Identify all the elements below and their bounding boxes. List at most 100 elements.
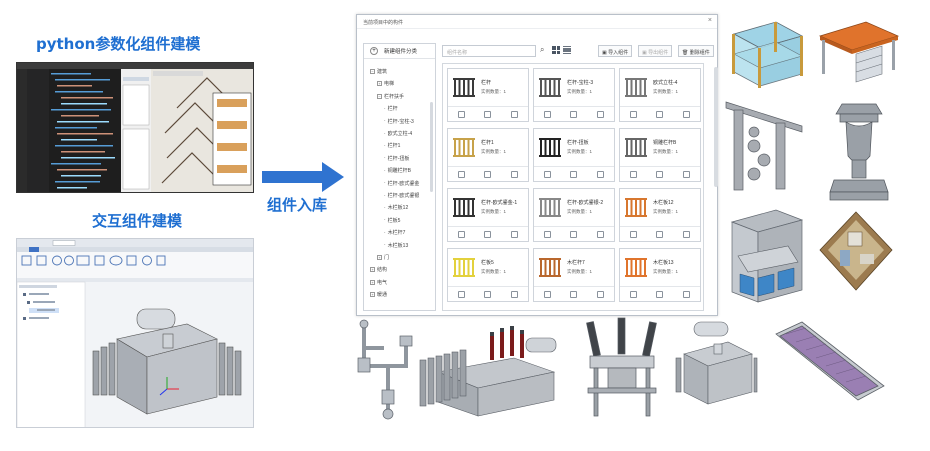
checkbox-icon[interactable] bbox=[511, 170, 519, 178]
lock-icon[interactable] bbox=[484, 110, 492, 118]
collapse-icon[interactable]: − bbox=[377, 93, 382, 99]
leaf-dot-icon: · bbox=[384, 118, 386, 125]
import-component-button[interactable]: ▣ 导入组件 bbox=[598, 45, 633, 57]
lock-icon[interactable] bbox=[656, 230, 664, 238]
edit-icon[interactable] bbox=[543, 230, 551, 238]
tree-item[interactable]: ·栏杆-扭板 bbox=[384, 155, 409, 162]
tree-item[interactable]: +暖通 bbox=[370, 291, 387, 298]
checkbox-icon[interactable] bbox=[683, 290, 691, 298]
search-input[interactable]: 组件名称 bbox=[442, 45, 536, 57]
grid-scrollbar[interactable] bbox=[714, 67, 718, 187]
component-card[interactable]: 栏杆-扭板实例数量：1 bbox=[533, 128, 615, 182]
tree-item-label: 栏杆-欧式鎏金 bbox=[387, 180, 420, 187]
checkbox-icon[interactable] bbox=[511, 110, 519, 118]
edit-icon[interactable] bbox=[543, 290, 551, 298]
tree-item[interactable]: +门 bbox=[377, 254, 389, 261]
tree-item[interactable]: ·栏杆-宝柱-3 bbox=[384, 118, 414, 125]
lock-icon[interactable] bbox=[570, 110, 578, 118]
expand-icon[interactable]: + bbox=[377, 255, 382, 260]
tree-item[interactable]: +电气 bbox=[370, 279, 387, 286]
checkbox-icon[interactable] bbox=[597, 290, 605, 298]
component-thumbnail-icon bbox=[453, 258, 475, 277]
grid-view-icon[interactable] bbox=[552, 46, 560, 54]
interactive-modeling-header: 交互组件建模 bbox=[92, 212, 183, 230]
tree-item[interactable]: ·栏杆1 bbox=[384, 142, 400, 150]
component-name: 栏杆 bbox=[481, 80, 492, 86]
expand-icon[interactable]: + bbox=[377, 81, 382, 87]
lock-icon[interactable] bbox=[570, 290, 578, 298]
lock-icon[interactable] bbox=[484, 290, 492, 298]
tree-item-label: 铜雕栏杆B bbox=[387, 168, 412, 175]
lock-icon[interactable] bbox=[484, 170, 492, 178]
lock-icon[interactable] bbox=[656, 110, 664, 118]
tree-item[interactable]: ·栏板5 bbox=[384, 217, 400, 224]
edit-icon[interactable] bbox=[629, 170, 637, 178]
tree-scrollbar[interactable] bbox=[430, 102, 433, 192]
tree-item[interactable]: ·木栏板13 bbox=[384, 242, 408, 249]
expand-icon[interactable]: + bbox=[370, 279, 375, 285]
list-view-icon[interactable] bbox=[563, 46, 571, 54]
leaf-dot-icon: · bbox=[384, 180, 386, 187]
delete-component-button[interactable]: 🗑 删除组件 bbox=[678, 45, 714, 57]
tree-item[interactable]: +电梯 bbox=[377, 80, 394, 87]
edit-icon[interactable] bbox=[457, 110, 465, 118]
tree-item[interactable]: ·栏杆-欧式鎏银 bbox=[384, 192, 419, 200]
tree-item[interactable]: −栏杆扶手 bbox=[377, 93, 404, 100]
lock-icon[interactable] bbox=[656, 170, 664, 178]
edit-icon[interactable] bbox=[457, 230, 465, 238]
tree-item[interactable]: ·栏杆 bbox=[384, 105, 398, 113]
checkbox-icon[interactable] bbox=[597, 230, 605, 238]
close-icon[interactable]: × bbox=[707, 17, 712, 24]
tree-item[interactable]: +结构 bbox=[370, 266, 387, 273]
expand-icon[interactable]: + bbox=[370, 267, 375, 273]
tree-item[interactable]: ·木栏板12 bbox=[384, 204, 408, 212]
checkbox-icon[interactable] bbox=[511, 230, 519, 238]
edit-icon[interactable] bbox=[629, 110, 637, 118]
checkbox-icon[interactable] bbox=[683, 230, 691, 238]
search-icon[interactable]: ⌕ bbox=[540, 45, 545, 54]
export-component-button[interactable]: ▣ 导出组件 bbox=[638, 45, 673, 57]
checkbox-icon[interactable] bbox=[683, 110, 691, 118]
component-thumbnail-icon bbox=[453, 198, 475, 217]
lock-icon[interactable] bbox=[656, 290, 664, 298]
lock-icon[interactable] bbox=[484, 230, 492, 238]
collapse-icon[interactable]: − bbox=[370, 69, 375, 74]
checkbox-icon[interactable] bbox=[511, 290, 519, 298]
edit-icon[interactable] bbox=[543, 110, 551, 118]
leaf-dot-icon: · bbox=[384, 155, 386, 162]
edit-icon[interactable] bbox=[543, 170, 551, 178]
leaf-dot-icon: · bbox=[384, 242, 386, 249]
tree-item[interactable]: ·栏杆-欧式鎏金 bbox=[384, 180, 419, 187]
checkbox-icon[interactable] bbox=[683, 170, 691, 178]
checkbox-icon[interactable] bbox=[597, 170, 605, 178]
tree-item[interactable]: −建筑 bbox=[370, 68, 387, 75]
new-category-button[interactable]: + 新建组件分类 bbox=[364, 44, 435, 59]
edit-icon[interactable] bbox=[457, 170, 465, 178]
expand-icon[interactable]: + bbox=[370, 292, 375, 298]
tree-item[interactable]: ·欧式立柱-4 bbox=[384, 130, 412, 138]
card-actions bbox=[620, 166, 700, 181]
lock-icon[interactable] bbox=[570, 230, 578, 238]
tree-item-label: 建筑 bbox=[377, 69, 388, 75]
edit-icon[interactable] bbox=[629, 230, 637, 238]
tree-item[interactable]: ·木栏杆7 bbox=[384, 229, 405, 237]
tree-item-label: 栏杆-扭板 bbox=[387, 155, 410, 162]
cable-tray-image bbox=[775, 321, 885, 401]
component-card[interactable]: 栏杆实例数量：1 bbox=[447, 68, 529, 122]
tree-item[interactable]: ·铜雕栏杆B bbox=[384, 167, 412, 175]
checkbox-icon[interactable] bbox=[597, 110, 605, 118]
edit-icon[interactable] bbox=[629, 290, 637, 298]
edit-icon[interactable] bbox=[457, 290, 465, 298]
lock-icon[interactable] bbox=[570, 170, 578, 178]
